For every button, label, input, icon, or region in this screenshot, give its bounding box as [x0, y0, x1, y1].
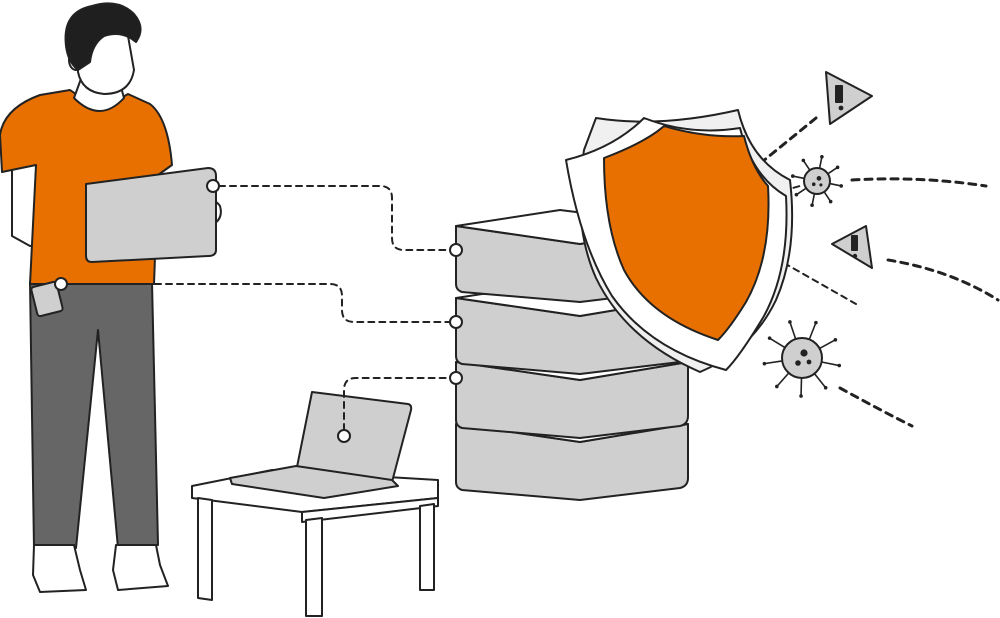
virus-spike-tip — [794, 192, 799, 197]
tablet-connection-node — [206, 179, 220, 193]
virus-spike-tip — [814, 320, 818, 325]
laptop-connection-node — [337, 429, 351, 443]
attack-trail-2 — [886, 258, 1000, 302]
virus-spot — [800, 349, 808, 357]
laptop-screen — [295, 391, 413, 483]
virus-spike — [776, 372, 790, 388]
shield-icon — [565, 109, 794, 373]
phone-to-server-line — [66, 283, 451, 323]
virus-spike — [813, 373, 827, 389]
person-pants — [29, 281, 159, 549]
virus-spike-tip — [835, 165, 840, 170]
attack-trail-1 — [850, 177, 988, 188]
person-hair — [64, 2, 142, 71]
phone — [30, 280, 64, 318]
server-connection-node — [449, 315, 463, 329]
warning-dot-middle — [852, 253, 858, 259]
person-shoe-right — [112, 544, 169, 591]
warning-exclamation-top — [835, 85, 843, 103]
desk-leg-back-right — [419, 503, 435, 591]
virus-spike-tip — [820, 154, 824, 159]
virus-spike-tip — [833, 338, 838, 342]
desk-top-front — [301, 497, 439, 523]
threat-line-upper — [696, 116, 818, 216]
virus-spot — [816, 176, 822, 181]
laptop-to-server-line — [343, 377, 451, 431]
virus-spike — [829, 182, 842, 187]
virus-spike — [811, 193, 816, 206]
warning-triangle-top — [825, 71, 873, 125]
laptop — [229, 391, 413, 499]
virus-spike-tip — [828, 199, 833, 204]
virus-spot — [819, 183, 823, 187]
server-connection-node — [449, 243, 463, 257]
virus-spike-tip — [788, 320, 792, 324]
virus-spike-tip — [823, 385, 828, 390]
connection-lines — [66, 185, 451, 431]
person — [0, 2, 222, 593]
virus-spike — [795, 187, 807, 196]
virus-spike — [764, 360, 783, 365]
virus-spike-tip — [762, 361, 767, 366]
virus-spike — [789, 321, 797, 340]
virus-spike — [821, 361, 840, 367]
warning-icon — [831, 225, 873, 269]
virus-spike — [819, 339, 836, 350]
virus-spike — [827, 166, 839, 175]
tablet-body — [85, 167, 217, 263]
virus-spike — [802, 159, 811, 171]
virus-body — [781, 337, 823, 379]
virus-spike-tip — [810, 203, 814, 208]
virus-spike-tip — [837, 363, 842, 368]
desk-leg-front-left — [197, 497, 213, 601]
virus-spike — [808, 322, 817, 340]
attack-trail-3 — [838, 386, 914, 428]
virus-spike — [823, 191, 832, 203]
virus-spike-tip — [839, 184, 844, 188]
virus-spike-tip — [801, 158, 806, 163]
server-tier-front — [455, 361, 689, 439]
server-tier-front — [455, 423, 689, 501]
virus-body — [803, 167, 831, 195]
warning-icon — [825, 71, 873, 125]
virus-icon — [762, 320, 842, 398]
person-shoe-left — [32, 544, 87, 593]
virus-spike — [769, 337, 786, 349]
virus-icon — [790, 154, 844, 208]
warning-dot-top — [838, 105, 844, 111]
virus-spike-tip — [790, 174, 795, 178]
virus-spot — [795, 360, 801, 366]
virus-spike-tip — [799, 394, 803, 398]
laptop-base — [229, 465, 399, 499]
virus-spot — [811, 182, 816, 187]
tablet — [85, 167, 220, 263]
virus-spike-tip — [775, 384, 779, 389]
tablet-to-server-line — [218, 185, 451, 251]
shield-core — [603, 125, 770, 341]
virus-spike — [818, 156, 823, 169]
desk-leg-front-right — [305, 517, 323, 617]
warning-exclamation-middle — [851, 235, 858, 251]
server-connection-node — [449, 371, 463, 385]
virus-spike — [792, 175, 805, 180]
phone-connection-node — [54, 277, 68, 291]
virus-spot — [806, 359, 812, 365]
virus-spike-tip — [767, 336, 772, 340]
